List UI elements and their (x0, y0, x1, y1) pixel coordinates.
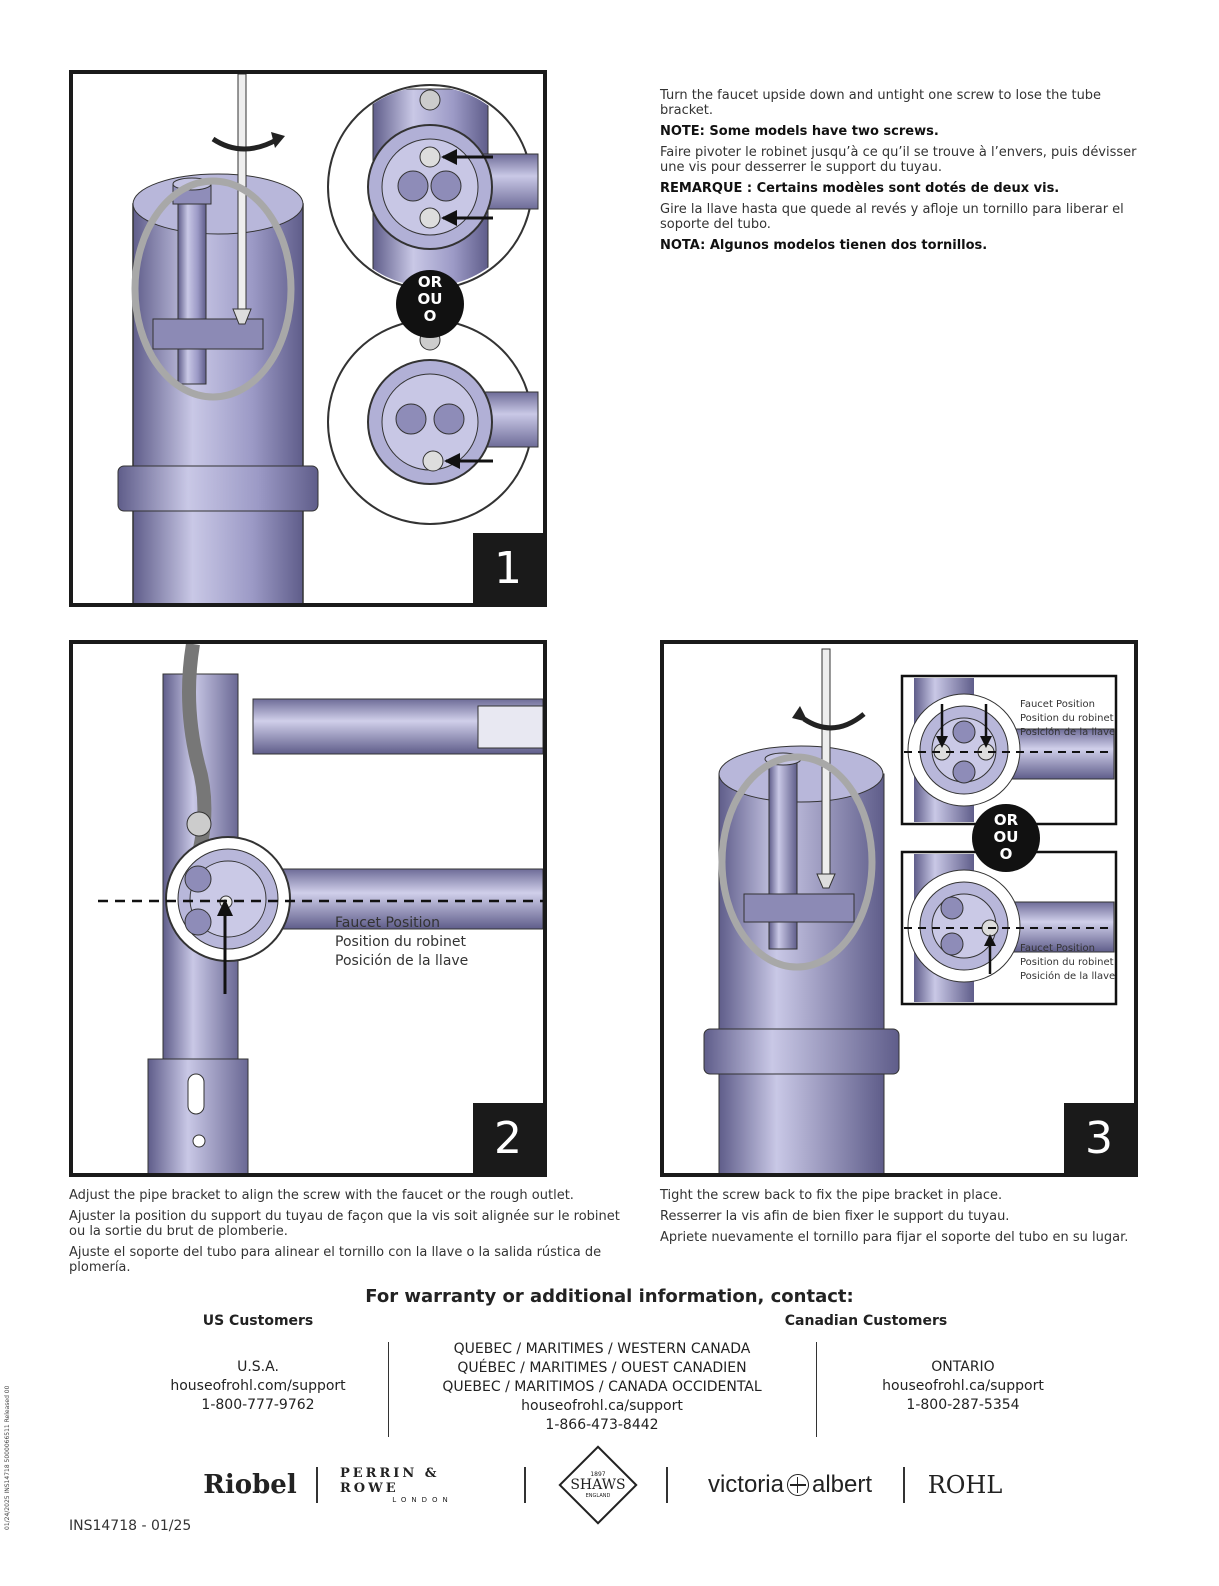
step-1-drawing (117, 74, 539, 603)
victoria-albert-logo: victoria albert (707, 1471, 873, 1498)
instruction-es: Ajuste el soporte del tubo para alinear … (69, 1245, 602, 1275)
instruction-fr: Resserrer la vis afin de bien fixer le s… (660, 1209, 1010, 1224)
step-2-illustration: Faucet Position Position du robinet Posi… (69, 640, 547, 1177)
step-number: 3 (1064, 1103, 1134, 1173)
instruction-en: Adjust the pipe bracket to align the scr… (69, 1188, 574, 1203)
ontario-contact: ONTARIO houseofrohl.ca/support 1-800-287… (835, 1358, 1091, 1415)
region-es: QUEBEC / MARITIMOS / CANADA OCCIDENTAL (442, 1379, 762, 1395)
step-3-drawing (703, 648, 1118, 1173)
side-release-code: 01/24/2025 INS14718 5000066511 Released … (4, 1385, 11, 1530)
region-en: QUEBEC / MARITIMES / WESTERN CANADA (453, 1341, 751, 1357)
instruction-es: Gire la llave hasta que quede al revés y… (660, 202, 1124, 232)
riobel-logo: Riobel (203, 1470, 297, 1500)
instruction-fr: Faire pivoter le robinet jusqu’à ce qu’i… (660, 145, 1137, 175)
divider (816, 1342, 817, 1437)
note-en: NOTE: Some models have two screws. (660, 124, 939, 139)
support-link[interactable]: houseofrohl.com/support (170, 1378, 346, 1394)
instruction-en: Turn the faucet upside down and untight … (660, 88, 1102, 118)
phone-number: 1-800-777-9762 (201, 1397, 315, 1413)
step-1-instructions: Turn the faucet upside down and untight … (660, 88, 1140, 259)
document-code: INS14718 - 01/25 (69, 1518, 192, 1534)
note-es: NOTA: Algunos modelos tienen dos tornill… (660, 238, 988, 253)
perrin-rowe-logo: PERRIN & ROWE LONDON (340, 1466, 453, 1504)
support-link[interactable]: houseofrohl.ca/support (882, 1378, 1044, 1394)
region: ONTARIO (931, 1359, 995, 1375)
step-number: 2 (473, 1103, 543, 1173)
quebec-contact: QUEBEC / MARITIMES / WESTERN CANADA QUÉB… (395, 1340, 809, 1435)
divider (903, 1467, 905, 1503)
rohl-logo: ROHL (927, 1471, 1003, 1499)
us-contact: U.S.A. houseofrohl.com/support 1-800-777… (130, 1358, 386, 1415)
canadian-customers-heading: Canadian Customers (784, 1313, 948, 1329)
instruction-en: Tight the screw back to fix the pipe bra… (660, 1188, 1003, 1203)
step-3-instructions: Tight the screw back to fix the pipe bra… (660, 1188, 1140, 1251)
note-fr: REMARQUE : Certains modèles sont dotés d… (660, 181, 1060, 196)
faucet-position-label: Faucet Position Position du robinet Posi… (335, 915, 469, 969)
divider (666, 1467, 668, 1503)
step-2-instructions: Adjust the pipe bracket to align the scr… (69, 1188, 629, 1281)
us-customers-heading: US Customers (202, 1313, 314, 1329)
phone-number: 1-800-287-5354 (906, 1397, 1020, 1413)
divider (524, 1467, 526, 1503)
support-link[interactable]: houseofrohl.ca/support (521, 1398, 683, 1414)
brand-logos: Riobel PERRIN & ROWE LONDON 1897 SHAWS E… (0, 1445, 1219, 1525)
phone-number: 1-866-473-8442 (545, 1417, 659, 1433)
country: U.S.A. (237, 1359, 279, 1375)
step-2-drawing (98, 644, 543, 1173)
instruction-fr: Ajuster la position du support du tuyau … (69, 1209, 620, 1239)
region-fr: QUÉBEC / MARITIMES / OUEST CANADIEN (457, 1360, 747, 1376)
divider (388, 1342, 389, 1437)
instruction-es: Apriete nuevamente el tornillo para fija… (660, 1230, 1129, 1245)
faucet-position-label-bottom: Faucet Position Position du robinet Posi… (1020, 943, 1116, 982)
shaws-logo: 1897 SHAWS ENGLAND (555, 1445, 641, 1525)
faucet-position-label-top: Faucet Position Position du robinet Posi… (1020, 699, 1116, 738)
contact-title: For warranty or additional information, … (365, 1286, 854, 1307)
divider (316, 1467, 318, 1503)
step-number: 1 (473, 533, 543, 603)
